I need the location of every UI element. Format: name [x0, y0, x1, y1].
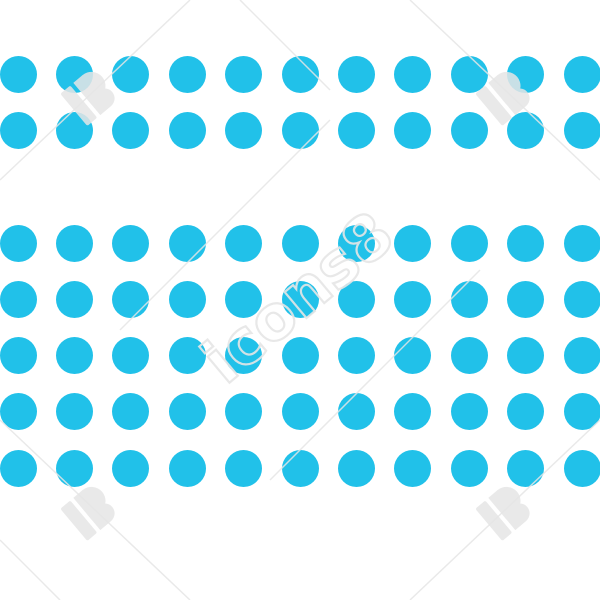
dot	[112, 55, 150, 93]
dot	[112, 111, 150, 149]
dot	[112, 393, 150, 431]
dot	[563, 280, 600, 318]
dot	[394, 224, 432, 262]
dot	[225, 224, 263, 262]
dot	[0, 393, 37, 431]
dot	[337, 449, 375, 487]
dot	[563, 449, 600, 487]
dot	[55, 224, 93, 262]
dot	[55, 393, 93, 431]
dot	[225, 280, 263, 318]
dot	[0, 449, 37, 487]
dot	[55, 55, 93, 93]
dot	[507, 111, 545, 149]
dot	[450, 224, 488, 262]
dot	[337, 111, 375, 149]
dot	[55, 280, 93, 318]
dot	[450, 55, 488, 93]
dot	[0, 111, 37, 149]
dot	[168, 449, 206, 487]
dot	[394, 449, 432, 487]
dot	[337, 280, 375, 318]
dot	[450, 449, 488, 487]
dot	[563, 111, 600, 149]
dot	[507, 337, 545, 374]
dot	[450, 111, 488, 149]
dot	[507, 449, 545, 487]
dot	[281, 280, 319, 318]
dot	[168, 337, 206, 374]
dot	[0, 280, 37, 318]
dot	[281, 393, 319, 431]
dot	[450, 280, 488, 318]
dot	[168, 280, 206, 318]
dot	[168, 393, 206, 431]
dot	[281, 449, 319, 487]
dot	[394, 55, 432, 93]
dot	[0, 337, 37, 374]
dot	[55, 337, 93, 374]
dot	[563, 393, 600, 431]
dot	[394, 337, 432, 374]
dot	[507, 280, 545, 318]
dot	[225, 55, 263, 93]
dot	[507, 224, 545, 262]
dot	[168, 55, 206, 93]
dot	[563, 224, 600, 262]
dot	[337, 55, 375, 93]
dot	[394, 280, 432, 318]
dot	[563, 55, 600, 93]
dot	[168, 224, 206, 262]
dot	[225, 111, 263, 149]
dot	[337, 337, 375, 374]
dot	[281, 337, 319, 374]
dot	[0, 224, 37, 262]
dot	[281, 111, 319, 149]
dot	[112, 337, 150, 374]
dot	[507, 55, 545, 93]
dot	[0, 55, 37, 93]
dot	[168, 111, 206, 149]
dot	[450, 393, 488, 431]
dot	[55, 449, 93, 487]
dot	[112, 280, 150, 318]
dot	[281, 55, 319, 93]
dot	[225, 449, 263, 487]
dot	[55, 111, 93, 149]
dot	[281, 224, 319, 262]
dot	[225, 393, 263, 431]
dot	[394, 393, 432, 431]
dot	[225, 337, 263, 374]
dot	[394, 111, 432, 149]
dot	[450, 337, 488, 374]
dot	[563, 337, 600, 374]
dot	[337, 224, 375, 262]
dot	[337, 393, 375, 431]
dot	[112, 449, 150, 487]
dot	[112, 224, 150, 262]
dot	[507, 393, 545, 431]
